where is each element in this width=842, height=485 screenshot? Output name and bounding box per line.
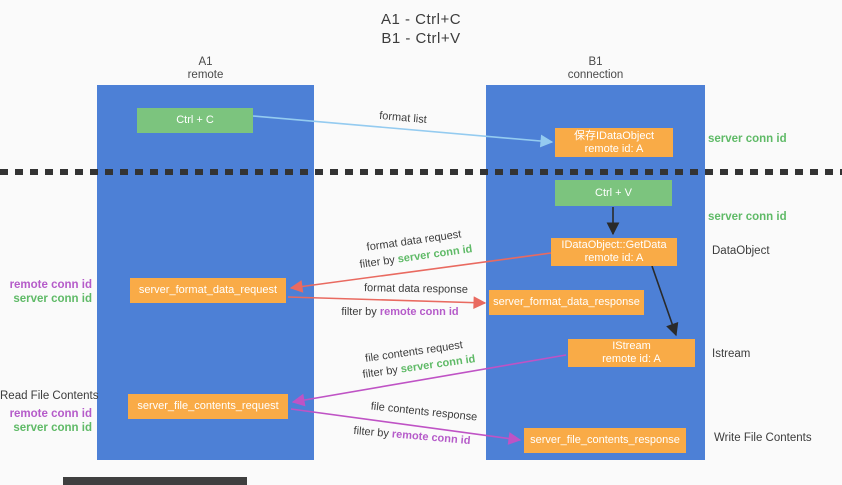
annotation-server-conn-id-2: server conn id: [13, 422, 92, 434]
node-istream: IStream remote id: A: [568, 339, 695, 367]
getdata-line1: IDataObject::GetData: [561, 239, 667, 251]
filter-by-text: filter by: [353, 424, 390, 440]
format-list-text: format list: [378, 109, 428, 127]
istream-line1: IStream: [612, 340, 651, 352]
title-line-1: A1 - Ctrl+C: [380, 11, 462, 28]
ctrl-c-label: Ctrl + C: [176, 114, 214, 126]
lane-a-role: remote: [187, 69, 224, 81]
remote-conn-id-text: remote conn id: [379, 306, 459, 318]
annotation-write-file-contents: Write File Contents: [714, 432, 812, 444]
label-format-data-response: format data response: [364, 282, 468, 296]
node-server-format-data-request: server_format_data_request: [130, 278, 286, 303]
format-data-response-text: format data response: [363, 282, 469, 296]
remote-conn-id-text: remote conn id: [391, 428, 471, 448]
annotation-dataobject: DataObject: [712, 245, 770, 257]
lane-b-header: B1 connection: [486, 56, 705, 82]
node-idataobject-getdata: IDataObject::GetData remote id: A: [551, 238, 677, 266]
label-file-contents-response: file contents response: [370, 400, 478, 423]
annotation-remote-conn-id-2: remote conn id: [9, 408, 92, 420]
annotation-server-conn-id-top: server conn id: [708, 133, 787, 145]
annotation-server-conn-id-mid: server conn id: [708, 211, 787, 223]
getdata-line2: remote id: A: [584, 252, 644, 264]
arrow-format-data-response: [287, 296, 487, 310]
node-server-format-data-response: server_format_data_response: [489, 290, 644, 315]
lane-a-header: A1 remote: [97, 56, 314, 82]
lane-a-id: A1: [198, 56, 213, 68]
label-format-list: format list: [379, 110, 428, 126]
lane-b-role: connection: [567, 69, 624, 81]
bottom-dark-bar: [63, 477, 247, 485]
file-contents-response-text: file contents response: [370, 400, 478, 424]
node-save-idataobject: 保存IDataObject remote id: A: [555, 128, 673, 157]
format-request-label: server_format_data_request: [138, 284, 278, 296]
node-server-file-contents-response: server_file_contents_response: [524, 428, 686, 453]
annotation-remote-conn-id-1: remote conn id: [9, 279, 92, 291]
file-request-label: server_file_contents_request: [137, 400, 279, 412]
istream-line2: remote id: A: [602, 353, 661, 365]
format-response-label: server_format_data_response: [493, 296, 640, 308]
save-idataobject-line1: 保存IDataObject: [573, 129, 655, 142]
lane-b-id: B1: [588, 56, 603, 68]
filter-by-text: filter by: [358, 254, 396, 271]
save-idataobject-line2: remote id: A: [584, 142, 644, 155]
node-ctrl-v: Ctrl + V: [555, 180, 672, 206]
ctrl-v-label: Ctrl + V: [595, 186, 632, 199]
node-server-file-contents-request: server_file_contents_request: [128, 394, 288, 419]
filter-by-text: filter by: [341, 306, 377, 318]
title-line-2: B1 - Ctrl+V: [381, 30, 461, 47]
node-ctrl-c: Ctrl + C: [137, 108, 253, 133]
file-response-label: server_file_contents_response: [530, 434, 680, 446]
annotation-read-file-contents: Read File Contents: [0, 390, 99, 402]
machine-boundary-dotted-line: [0, 169, 842, 175]
diagram-title: A1 - Ctrl+C B1 - Ctrl+V: [0, 10, 842, 48]
annotation-istream: Istream: [712, 348, 751, 360]
annotation-server-conn-id-1: server conn id: [13, 293, 92, 305]
filter-by-text: filter by: [361, 364, 399, 381]
